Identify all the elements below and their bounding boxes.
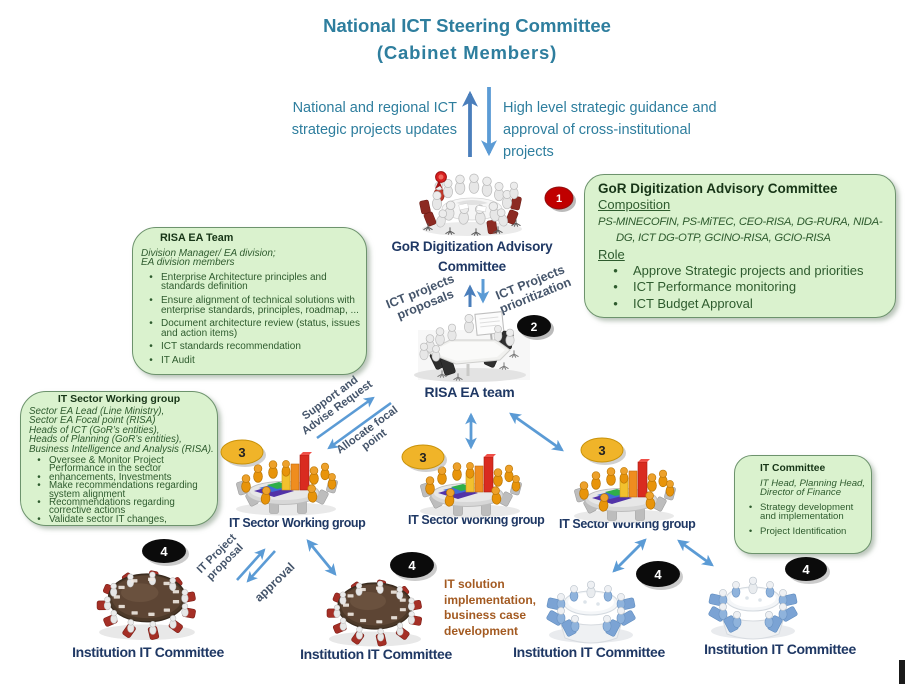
svg-text:4: 4 [160, 544, 168, 559]
svg-text:2: 2 [531, 320, 538, 334]
svg-text:4: 4 [802, 562, 810, 577]
svg-text:1: 1 [556, 193, 562, 205]
svg-text:3: 3 [238, 445, 245, 460]
svg-text:3: 3 [598, 443, 605, 458]
svg-text:4: 4 [654, 567, 662, 582]
svg-text:3: 3 [419, 450, 426, 465]
svg-text:4: 4 [408, 558, 416, 573]
